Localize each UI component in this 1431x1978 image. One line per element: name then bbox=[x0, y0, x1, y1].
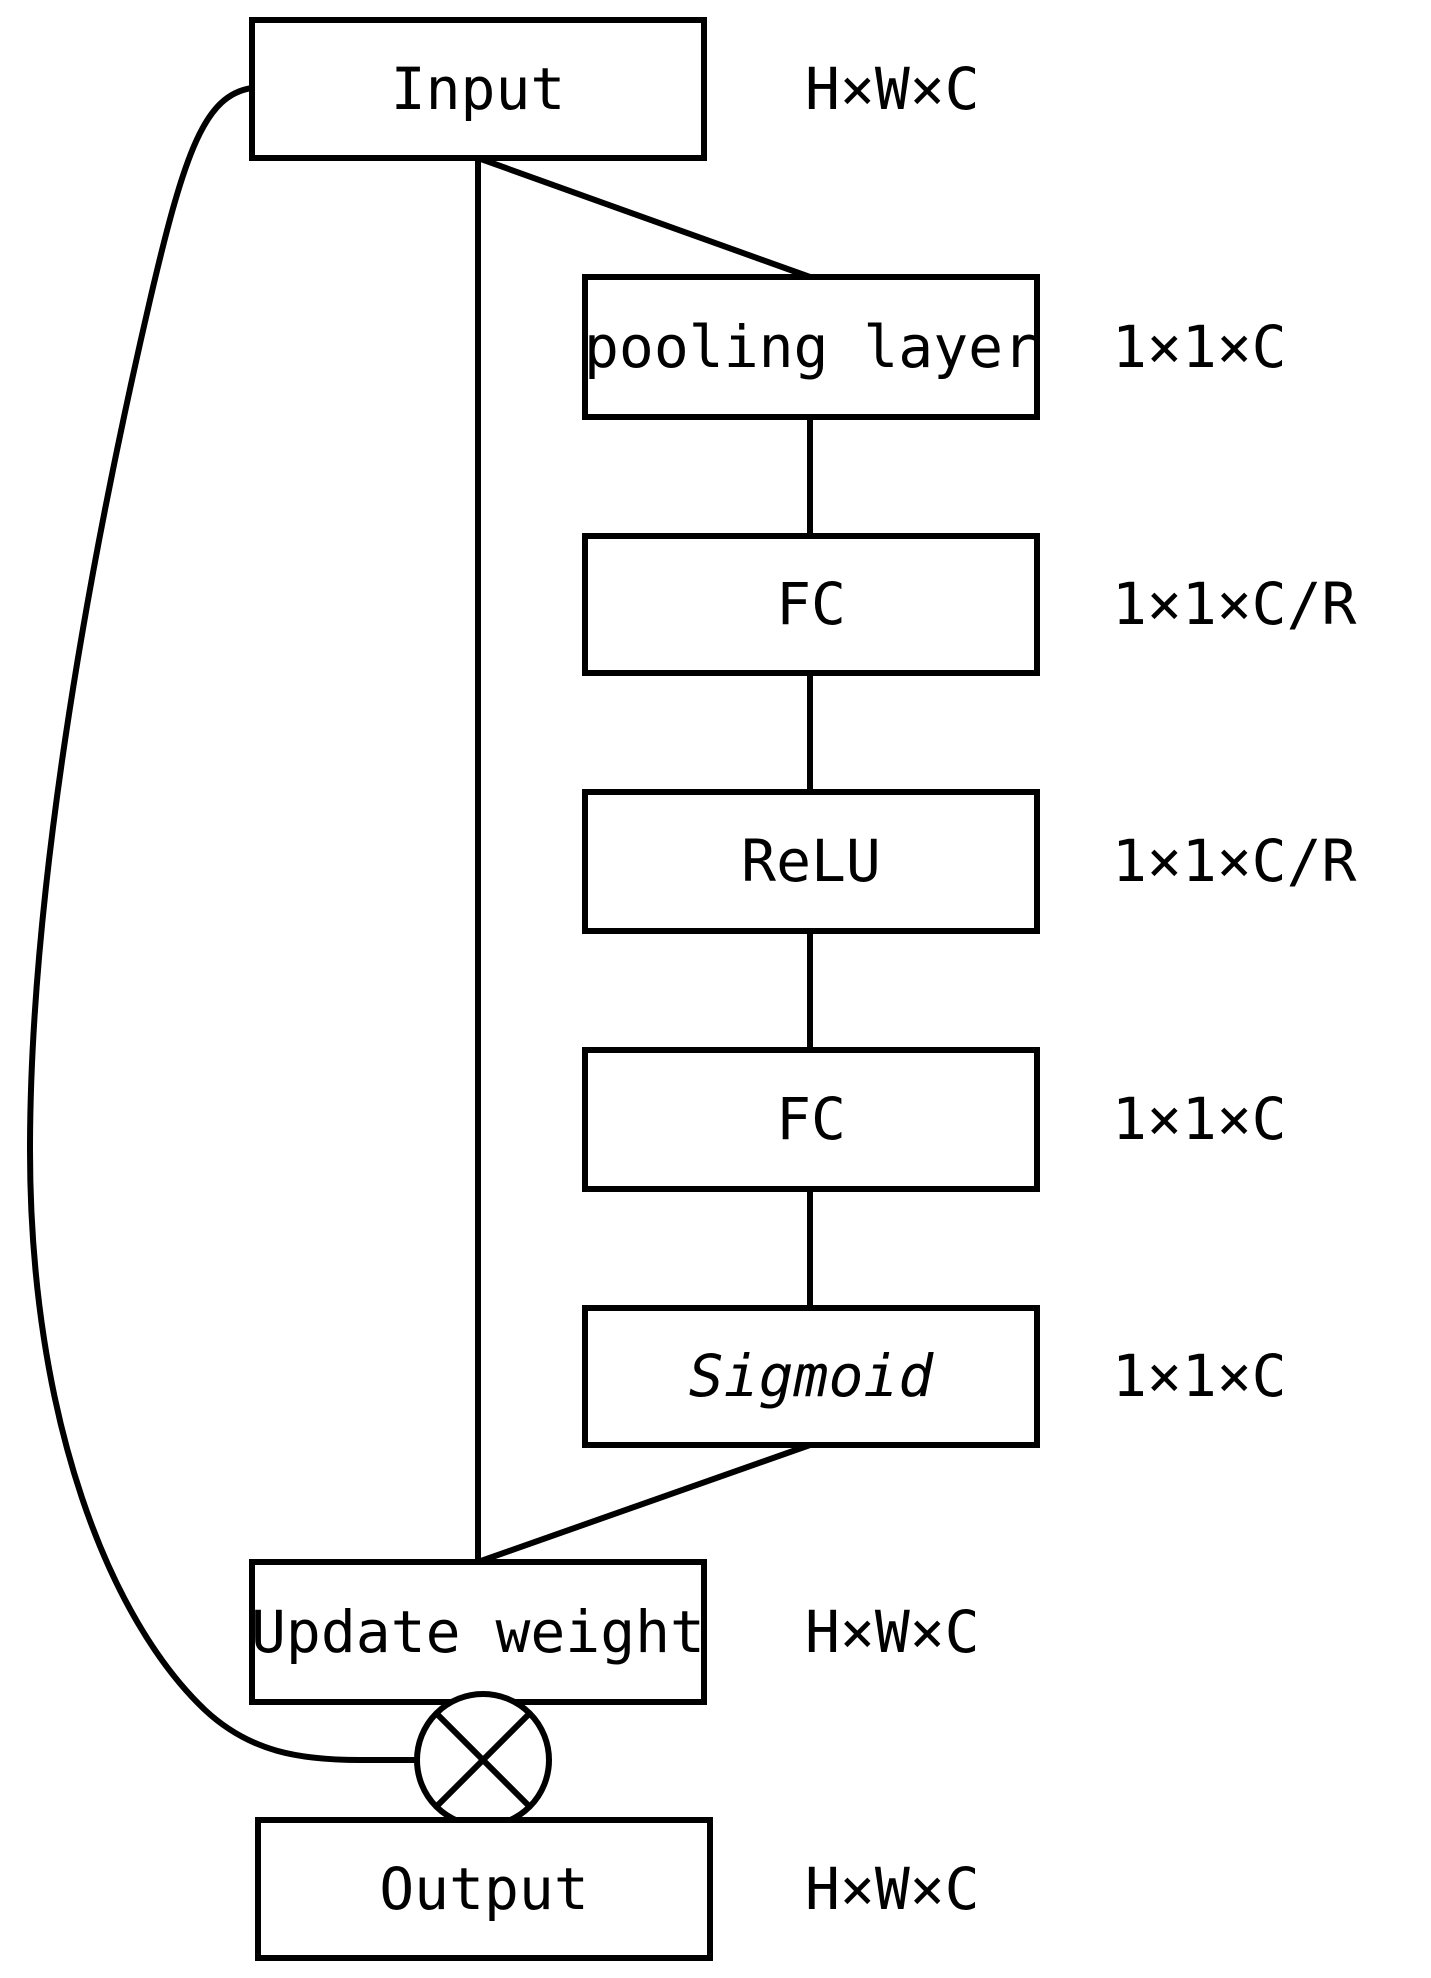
relu-dim: 1×1×C/R bbox=[1112, 827, 1357, 895]
pooling-box bbox=[582, 274, 1040, 420]
fc1-label: FC bbox=[776, 570, 846, 638]
input-label: Input bbox=[391, 55, 566, 123]
fc2-label: FC bbox=[776, 1085, 846, 1153]
multiply-cross-b bbox=[434, 1711, 532, 1809]
fc2-box bbox=[582, 1047, 1040, 1192]
update-weight-dim: H×W×C bbox=[805, 1598, 980, 1666]
skip-connection-curve bbox=[26, 85, 418, 1763]
relu-label: ReLU bbox=[741, 827, 881, 895]
output-block: Output bbox=[255, 1817, 713, 1961]
relu-box bbox=[582, 789, 1040, 934]
update-weight-block: Update weight bbox=[249, 1559, 707, 1705]
multiply-icon bbox=[414, 1691, 552, 1829]
fc2-block: FC bbox=[582, 1047, 1040, 1192]
input-box bbox=[249, 17, 707, 161]
sigmoid-block: Sigmoid bbox=[582, 1305, 1040, 1448]
fc1-block: FC bbox=[582, 533, 1040, 676]
sigmoid-label: Sigmoid bbox=[689, 1342, 935, 1410]
connectors bbox=[26, 85, 813, 1763]
output-dim: H×W×C bbox=[805, 1855, 980, 1923]
input-block: Input bbox=[249, 17, 707, 161]
pooling-label: pooling layer bbox=[584, 313, 1038, 381]
output-box bbox=[255, 1817, 713, 1961]
sigmoid-dim: 1×1×C bbox=[1112, 1342, 1287, 1410]
input-to-pooling-line bbox=[475, 155, 813, 280]
update-weight-box bbox=[249, 1559, 707, 1705]
pooling-dim: 1×1×C bbox=[1112, 313, 1287, 381]
fc1-dim: 1×1×C/R bbox=[1112, 570, 1357, 638]
relu-block: ReLU bbox=[582, 789, 1040, 934]
update-weight-label: Update weight bbox=[251, 1598, 705, 1666]
input-dim: H×W×C bbox=[805, 55, 980, 123]
fc2-dim: 1×1×C bbox=[1112, 1085, 1287, 1153]
sigmoid-box bbox=[582, 1305, 1040, 1448]
fc1-box bbox=[582, 533, 1040, 676]
sigmoid-to-update-line bbox=[475, 1442, 813, 1565]
output-label: Output bbox=[379, 1855, 589, 1923]
pooling-block: pooling layer bbox=[582, 274, 1040, 420]
